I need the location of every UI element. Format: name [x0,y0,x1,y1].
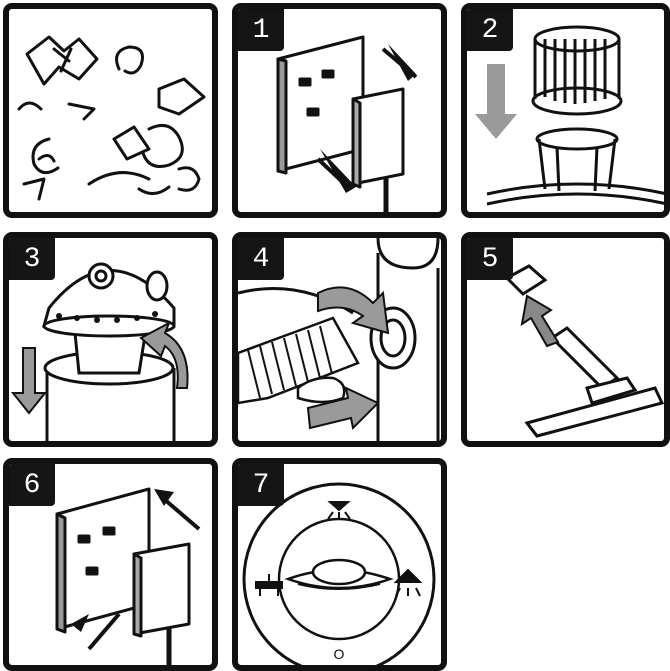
step-number-badge: 3 [9,238,55,280]
step-5-panel: 5 [461,232,670,447]
step-number-badge: 2 [467,9,513,51]
debris-illustration [9,9,212,212]
step-6-panel: 6 [3,458,218,671]
step-1-panel: 1 [232,3,447,218]
step-number-badge: 1 [238,9,284,51]
step-number-badge: 4 [238,238,284,280]
panel-debris [3,3,218,218]
step-3-panel: 3 [3,232,218,447]
step-number-badge: 5 [467,238,513,280]
off-position-label: O [334,646,345,662]
step-2-panel: 2 [461,3,670,218]
step-7-panel: 7 O [232,458,447,671]
step-number-badge: 6 [9,464,55,506]
step-number-badge: 7 [238,464,284,506]
step-4-panel: 4 [232,232,447,447]
